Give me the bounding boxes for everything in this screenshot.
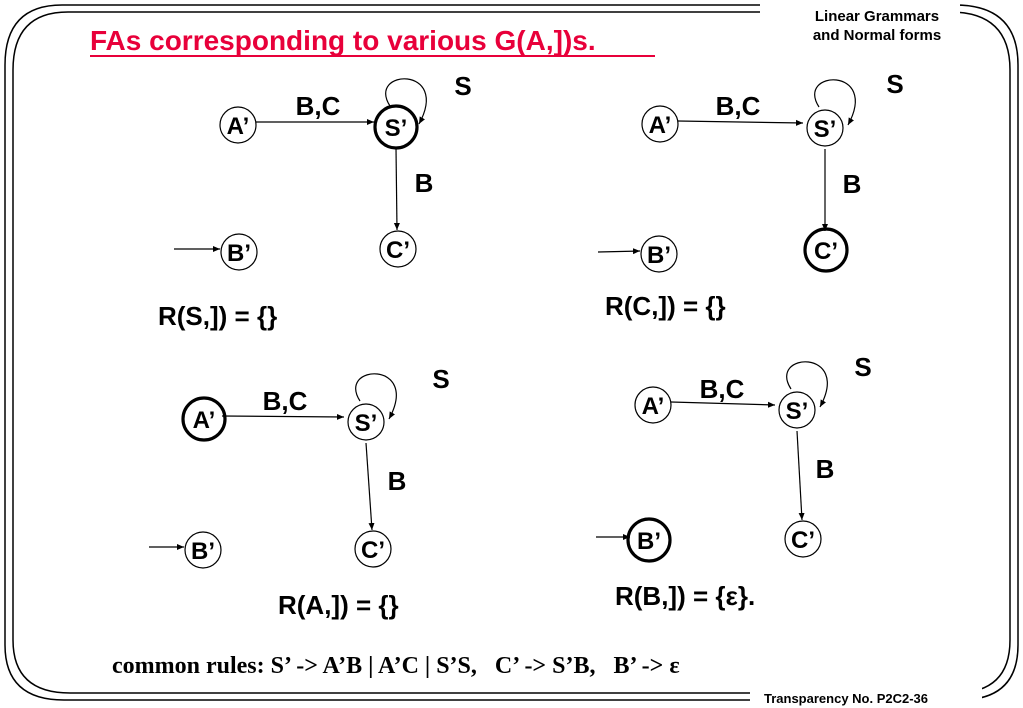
state-c-final: C’ (803, 227, 849, 273)
state-label: A’ (227, 113, 250, 140)
state-circle (181, 396, 227, 442)
edge-label-a-to-s: B,C (263, 386, 308, 416)
edge-s-to-c (796, 430, 805, 521)
state-label: C’ (386, 237, 410, 264)
state-label: B’ (637, 528, 661, 555)
state-circle (220, 233, 258, 271)
state-label: C’ (361, 537, 385, 564)
state-label: S’ (814, 116, 837, 143)
self-loop-label: S (854, 352, 871, 382)
state-b: B’ (184, 531, 222, 569)
state-label: A’ (642, 393, 665, 420)
state-label: C’ (791, 527, 815, 554)
state-a: A’ (641, 105, 679, 143)
diagram-3: A’ S’ B’ C’ B,C B S R(A,]) = {} (149, 364, 450, 620)
state-c: C’ (379, 230, 417, 268)
state-c: C’ (784, 520, 822, 558)
state-s: S’ (806, 109, 844, 147)
state-label: A’ (649, 112, 672, 139)
entry-arrow-b (597, 248, 641, 255)
state-circle (641, 105, 679, 143)
state-b: B’ (640, 235, 678, 273)
result-text: R(B,]) = {ε}. (615, 581, 755, 611)
result-text: R(S,]) = {} (158, 301, 277, 331)
state-label: B’ (227, 240, 251, 267)
state-s-final: S’ (373, 104, 419, 150)
state-label: A’ (193, 407, 216, 434)
state-circle (626, 517, 672, 563)
state-circle (640, 235, 678, 273)
state-label: C’ (814, 238, 838, 265)
diagram-1: A’ S’ B’ C’ B,C B S R(S,]) = {} (158, 71, 472, 331)
edge-label-s-to-c: B (816, 454, 835, 484)
edge-label-s-to-c: B (388, 466, 407, 496)
state-label: S’ (385, 115, 408, 142)
state-circle (219, 106, 257, 144)
state-label: S’ (786, 398, 809, 425)
edge-s-to-c (393, 147, 400, 231)
self-loop-label: S (432, 364, 449, 394)
edge-label-s-to-c: B (843, 169, 862, 199)
state-b-final: B’ (626, 517, 672, 563)
edge-label-a-to-s: B,C (716, 91, 761, 121)
state-a-final: A’ (181, 396, 227, 442)
self-loop-s (355, 373, 397, 420)
transparency-number: Transparency No. P2C2-36 (764, 691, 928, 706)
edge-s-to-c (365, 442, 375, 531)
topic-line-1: Linear Grammars (815, 8, 939, 25)
footer-backdrop (750, 686, 982, 708)
state-a: A’ (219, 106, 257, 144)
edge-label-a-to-s: B,C (700, 374, 745, 404)
topic-line-2: and Normal forms (813, 27, 941, 44)
self-loop-s (385, 78, 427, 125)
state-label: B’ (647, 242, 671, 269)
automata-diagrams: A’ S’ B’ C’ B,C B S R(S,]) = {} A’ S’ B’ C’ B,C B S R(C… (149, 69, 904, 620)
state-circle (184, 531, 222, 569)
state-circle (634, 386, 672, 424)
self-loop-s (786, 361, 828, 408)
state-circle (354, 530, 392, 568)
edge-a-to-s (677, 119, 804, 126)
self-loop-s (814, 79, 856, 126)
state-label: S’ (355, 410, 378, 437)
self-loop-label: S (454, 71, 471, 101)
state-circle (806, 109, 844, 147)
diagram-2: A’ S’ B’ C’ B,C B S R(C,]) = {} (597, 69, 904, 321)
state-s: S’ (347, 403, 385, 441)
state-circle (347, 403, 385, 441)
slide-title: FAs corresponding to various G(A,])s. (90, 25, 596, 56)
edge-a-to-s (221, 413, 345, 420)
topic-backdrop (760, 0, 960, 52)
diagram-4: A’ S’ B’ C’ B,C B S R(B,]) = {ε}. (596, 352, 872, 611)
result-text: R(C,]) = {} (605, 291, 726, 321)
state-s: S’ (778, 391, 816, 429)
result-text: R(A,]) = {} (278, 590, 399, 620)
state-circle (784, 520, 822, 558)
edge-a-to-s (670, 401, 776, 408)
state-label: B’ (191, 538, 215, 565)
state-b: B’ (220, 233, 258, 271)
state-circle (379, 230, 417, 268)
self-loop-label: S (886, 69, 903, 99)
state-circle (778, 391, 816, 429)
common-rules: common rules: S’ -> A’B | A’C | S’S, C’ … (112, 653, 680, 679)
state-c: C’ (354, 530, 392, 568)
edge-label-s-to-c: B (415, 168, 434, 198)
state-a: A’ (634, 386, 672, 424)
edge-label-a-to-s: B,C (296, 91, 341, 121)
